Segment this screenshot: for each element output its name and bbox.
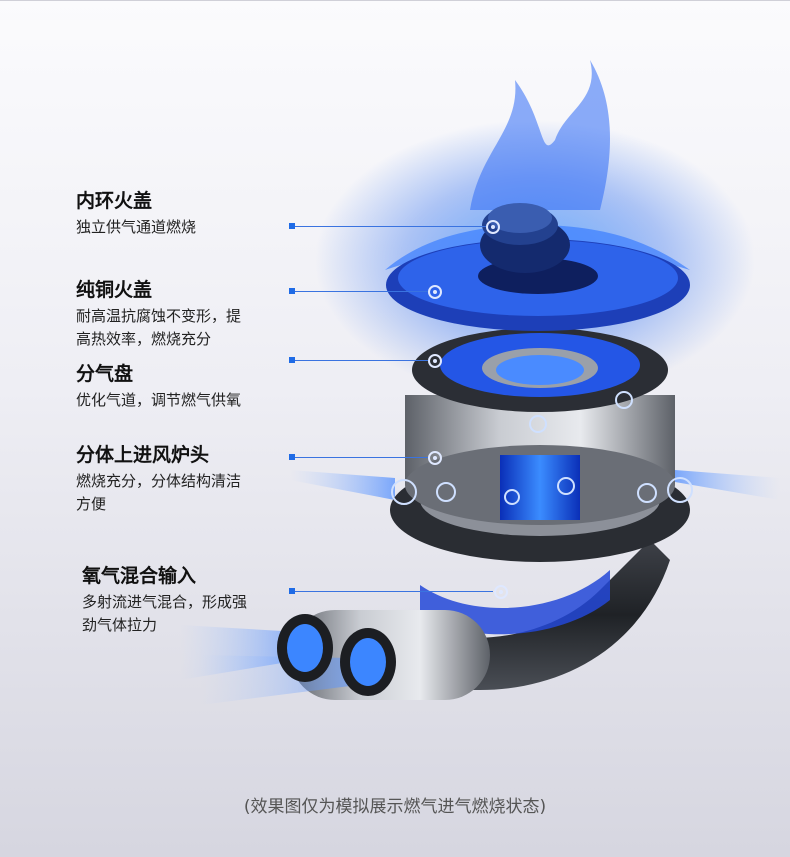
- connector-line: [295, 226, 488, 227]
- marker-icon: [428, 451, 442, 465]
- nozzle-left-core: [287, 624, 323, 672]
- connector-dot: [289, 588, 295, 594]
- top-flame: [470, 60, 610, 210]
- disclaimer-caption: (效果图仅为模拟展示燃气进气燃烧状态): [243, 797, 547, 817]
- label-copper-cap: 纯铜火盖 耐高温抗腐蚀不变形，提 高热效率，燃烧充分: [76, 277, 306, 351]
- label-desc-line: 劲气体拉力: [82, 616, 158, 634]
- oxygen-bubbles: [391, 391, 693, 505]
- air-jet-right: [675, 470, 780, 500]
- label-inner-cap: 内环火盖 独立供气通道燃烧: [76, 188, 306, 239]
- label-desc-line: 方便: [76, 495, 107, 513]
- label-title: 氧气混合输入: [82, 565, 197, 587]
- label-desc: 燃烧充分，分体结构清洁 方便: [76, 470, 306, 516]
- label-burner-head: 分体上进风炉头 燃烧充分，分体结构清洁 方便: [76, 442, 306, 516]
- label-title: 纯铜火盖: [76, 279, 153, 301]
- label-distributor: 分气盘 优化气道，调节燃气供氧: [76, 361, 306, 412]
- label-desc: 独立供气通道燃烧: [76, 218, 197, 236]
- label-title: 内环火盖: [76, 190, 153, 212]
- connector-dot: [289, 223, 295, 229]
- connector-line: [295, 457, 429, 458]
- top-divider: [0, 0, 790, 1]
- connector-dot: [289, 357, 295, 363]
- label-desc: 优化气道，调节燃气供氧: [76, 391, 242, 409]
- label-oxygen-input: 氧气混合输入 多射流进气混合，形成强 劲气体拉力: [82, 563, 312, 637]
- label-desc-line: 多射流进气混合，形成强: [82, 593, 248, 611]
- inner-cap-highlight: [488, 203, 552, 233]
- nozzle-right-core: [350, 638, 386, 686]
- label-desc: 多射流进气混合，形成强 劲气体拉力: [82, 591, 312, 637]
- marker-icon: [428, 354, 442, 368]
- label-title: 分体上进风炉头: [76, 444, 210, 466]
- air-jet-left: [290, 470, 395, 500]
- distributor-hole: [496, 355, 584, 385]
- label-desc-line: 耐高温抗腐蚀不变形，提: [76, 307, 242, 325]
- connector-line: [295, 591, 493, 592]
- label-desc-line: 高热效率，燃烧充分: [76, 330, 212, 348]
- connector-dot: [289, 288, 295, 294]
- label-desc-line: 燃烧充分，分体结构清洁: [76, 472, 242, 490]
- marker-icon: [428, 285, 442, 299]
- marker-icon: [486, 220, 500, 234]
- connector-line: [295, 291, 429, 292]
- connector-line: [295, 360, 429, 361]
- connector-dot: [289, 454, 295, 460]
- label-desc: 耐高温抗腐蚀不变形，提 高热效率，燃烧充分: [76, 305, 306, 351]
- marker-icon: [494, 585, 508, 599]
- label-title: 分气盘: [76, 363, 134, 385]
- burner-core: [500, 455, 580, 520]
